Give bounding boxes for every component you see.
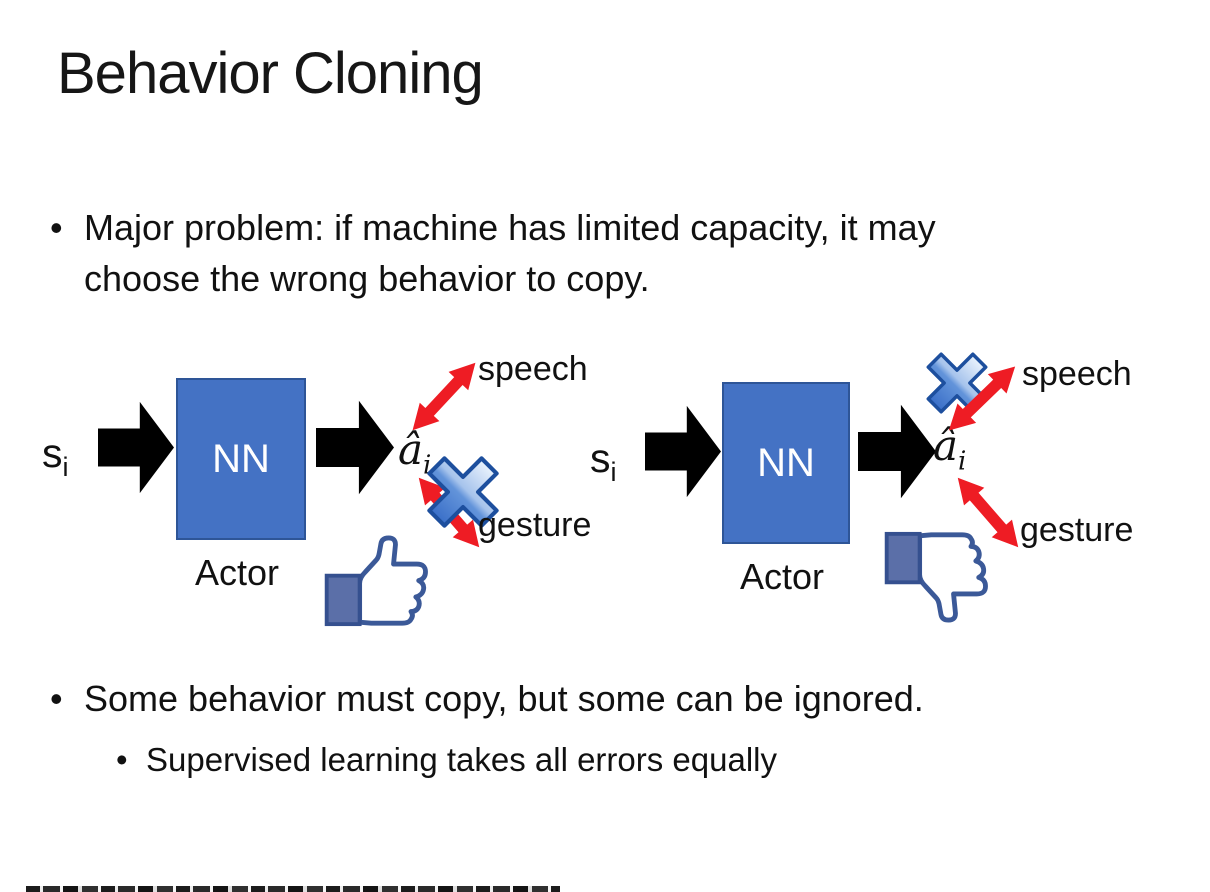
thumbs-up-icon bbox=[320, 535, 438, 628]
right-input-arrow-icon bbox=[645, 404, 721, 499]
bullet-marker: • bbox=[50, 678, 63, 719]
right-action-symbol: âi bbox=[933, 421, 967, 477]
bullet-marker: • bbox=[50, 207, 63, 248]
right-gesture-label: gesture bbox=[1020, 511, 1134, 549]
cutoff-next-line-strip bbox=[26, 886, 560, 892]
thumbs-down-icon bbox=[880, 530, 998, 623]
right-actor-label: Actor bbox=[740, 556, 825, 597]
bullet-some-behavior-text: Some behavior must copy, but some can be… bbox=[84, 678, 924, 719]
slide-title: Behavior Cloning bbox=[57, 41, 484, 106]
sub-bullet-supervised: • Supervised learning takes all errors e… bbox=[116, 737, 1136, 783]
left-input-arrow-icon bbox=[98, 400, 174, 495]
right-state-symbol: si bbox=[590, 435, 617, 488]
bullet-marker: • bbox=[116, 741, 128, 778]
left-speech-arrow-icon bbox=[399, 350, 489, 443]
left-state-symbol: si bbox=[42, 430, 69, 483]
left-nn-box: NN bbox=[176, 378, 306, 540]
right-speech-label: speech bbox=[1022, 355, 1132, 393]
bullet-some-behavior: • Some behavior must copy, but some can … bbox=[50, 674, 1190, 724]
left-action-symbol: âi bbox=[398, 425, 432, 481]
right-output-arrow-icon bbox=[858, 404, 936, 499]
left-speech-label: speech bbox=[478, 350, 588, 388]
sub-bullet-supervised-text: Supervised learning takes all errors equ… bbox=[146, 741, 777, 778]
left-output-arrow-icon bbox=[316, 400, 394, 495]
left-gesture-label: gesture bbox=[478, 506, 592, 544]
bullet-major-problem: • Major problem: if machine has limited … bbox=[50, 202, 1060, 304]
left-actor-label: Actor bbox=[195, 552, 280, 593]
bullet-major-problem-text: Major problem: if machine has limited ca… bbox=[84, 207, 936, 299]
right-nn-box: NN bbox=[722, 382, 850, 544]
